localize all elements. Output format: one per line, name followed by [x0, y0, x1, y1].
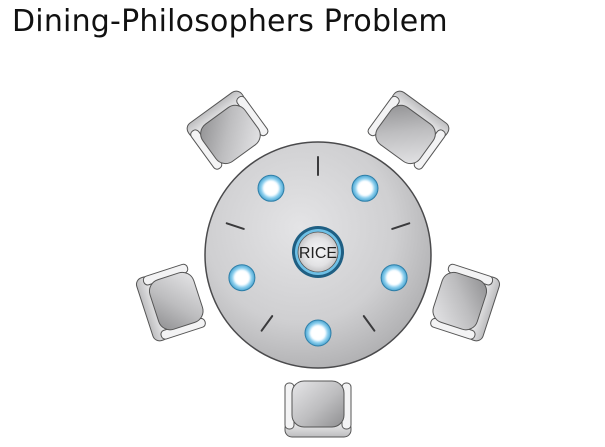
chopstick — [225, 222, 245, 230]
rice-bowl: RICE — [292, 226, 344, 278]
plate — [257, 174, 285, 202]
plate — [304, 319, 332, 347]
rice-label: RICE — [299, 245, 337, 262]
plates-group — [228, 174, 408, 347]
chopstick — [362, 315, 376, 332]
philosopher-chair — [367, 90, 450, 170]
philosopher-chair — [135, 263, 206, 342]
plate — [228, 264, 256, 292]
chopsticks-group — [225, 156, 411, 332]
plate — [380, 264, 408, 292]
chairs-group — [135, 90, 501, 438]
chopstick — [391, 222, 411, 230]
slide-title: Dining-Philosophers Problem — [12, 4, 448, 39]
plate — [351, 174, 379, 202]
chopstick — [260, 315, 274, 332]
philosopher-chair — [186, 90, 269, 170]
philosopher-chair — [430, 263, 501, 342]
philosopher-chair — [284, 380, 352, 438]
